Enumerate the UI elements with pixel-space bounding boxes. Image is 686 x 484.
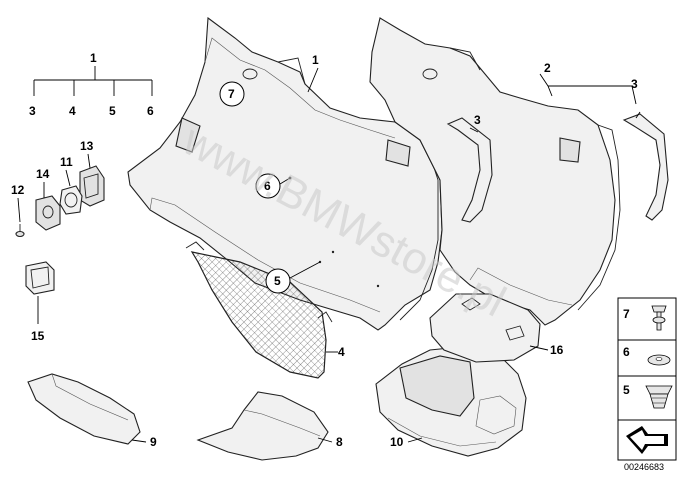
right-trim-panel <box>369 17 621 326</box>
label-4-net: 4 <box>338 345 345 359</box>
label-12: 12 <box>11 183 25 197</box>
legend-label-6: 6 <box>623 345 630 359</box>
arrow-logo-icon <box>626 426 668 454</box>
push-rivet-icon <box>651 305 667 331</box>
label-3: 3 <box>29 104 36 118</box>
fastener-legend: 7 6 5 <box>617 297 677 461</box>
label-4: 4 <box>69 104 76 118</box>
trim-clip-right <box>622 113 669 221</box>
label-8: 8 <box>336 435 343 449</box>
callout-7: 7 <box>228 87 235 101</box>
callout-6: 6 <box>264 179 271 193</box>
left-trim-panel <box>127 16 443 331</box>
label-3-right: 3 <box>631 77 638 91</box>
part-labels: 1 2 3 3 4 9 8 10 16 12 14 11 13 15 <box>11 53 638 449</box>
label-10: 10 <box>390 435 404 449</box>
legend-label-5: 5 <box>623 383 630 397</box>
label-5: 5 <box>109 104 116 118</box>
circled-callouts: 7 6 5 <box>219 81 321 294</box>
label-2: 2 <box>544 61 551 75</box>
label-15: 15 <box>31 329 45 343</box>
floor-trim-9 <box>27 373 141 445</box>
floor-trim-8 <box>196 391 329 461</box>
catalog-number: 00246683 <box>624 462 664 472</box>
expanding-clip-icon <box>645 385 673 409</box>
label-13: 13 <box>80 139 94 153</box>
leader-lines <box>17 67 641 443</box>
cover-panel-16 <box>429 293 541 363</box>
legend-label-7: 7 <box>623 307 630 321</box>
label-9: 9 <box>150 435 157 449</box>
label-6: 6 <box>147 104 154 118</box>
label-11: 11 <box>60 155 73 169</box>
label-1-main: 1 <box>312 53 319 67</box>
label-1-top: 1 <box>90 51 97 65</box>
label-16: 16 <box>550 343 564 357</box>
label-group-1: 1 3 4 5 6 <box>29 51 154 118</box>
callout-5: 5 <box>274 274 281 288</box>
storage-tray-10 <box>375 345 527 457</box>
label-14: 14 <box>36 167 50 181</box>
label-3-middle: 3 <box>474 113 481 127</box>
washer-icon <box>647 354 671 366</box>
clip-parts-cluster <box>15 165 105 295</box>
trim-clip-middle <box>446 117 493 223</box>
